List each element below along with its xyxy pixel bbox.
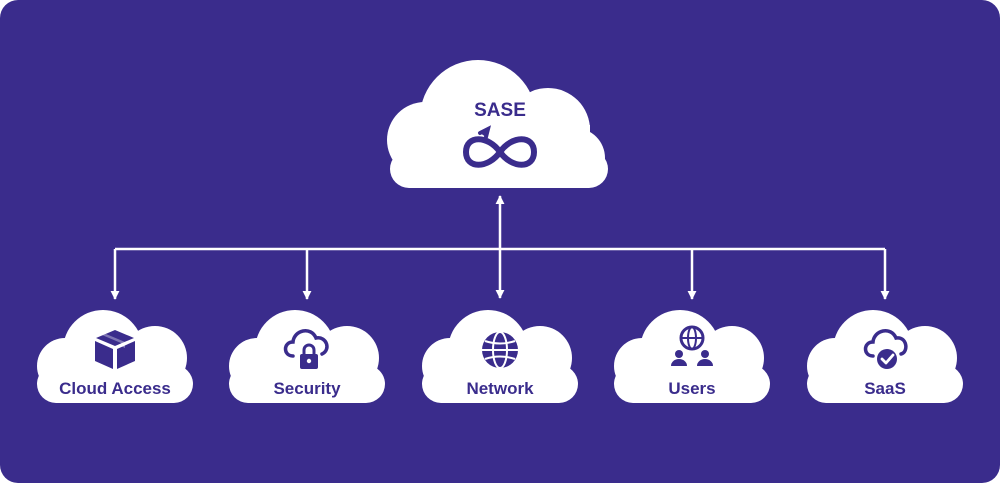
cloud-users	[614, 310, 770, 403]
cloud-saas	[807, 310, 963, 403]
node-label-users: Users	[668, 379, 715, 398]
cloud-check-icon	[863, 329, 908, 369]
users-globe-icon	[671, 325, 713, 366]
node-label-security: Security	[273, 379, 341, 398]
node-label-network: Network	[466, 379, 534, 398]
globe-network-icon	[482, 331, 518, 369]
hub-label: SASE	[474, 100, 526, 121]
connectors	[110, 195, 890, 300]
cloud-lock-icon	[283, 329, 329, 369]
cloud-cloud-access	[37, 310, 193, 403]
hub-cloud	[387, 60, 608, 188]
box-icon	[95, 330, 135, 369]
node-label-cloud-access: Cloud Access	[59, 379, 171, 398]
node-label-saas: SaaS	[864, 379, 906, 398]
infinity-loop-icon	[462, 125, 538, 168]
